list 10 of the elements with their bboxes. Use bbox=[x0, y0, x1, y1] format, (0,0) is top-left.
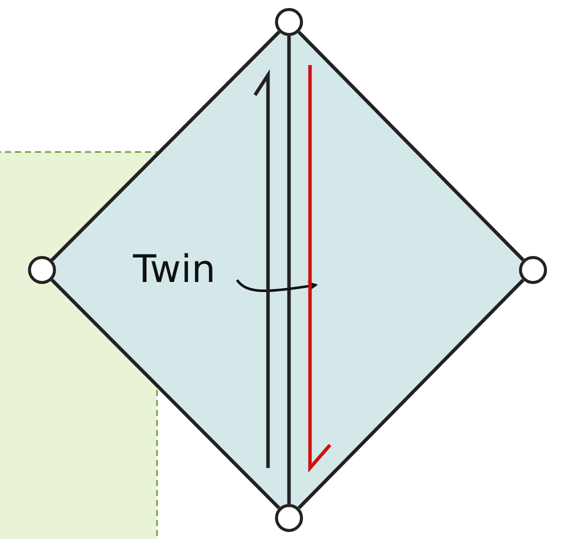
curved-arrow bbox=[236, 279, 318, 292]
mesh-edge bbox=[287, 36, 291, 504]
mesh-edge bbox=[298, 30, 524, 262]
vertex-circle bbox=[275, 8, 303, 36]
mesh-edge bbox=[298, 278, 524, 510]
vertex-circle bbox=[275, 504, 303, 532]
mesh-edge bbox=[50, 30, 280, 262]
vertex-circle bbox=[519, 256, 547, 284]
mesh-edge bbox=[50, 278, 280, 510]
callout-label: Twin bbox=[133, 250, 216, 288]
